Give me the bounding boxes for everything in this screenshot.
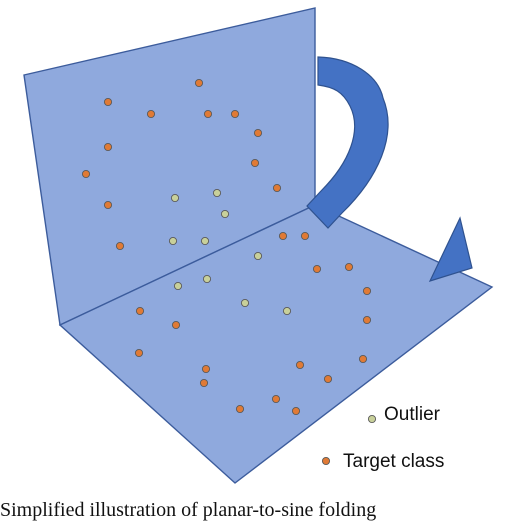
target-class-point (271, 394, 281, 404)
target-class-point (362, 286, 372, 296)
outlier-point (240, 298, 250, 308)
target-class-point (146, 109, 156, 119)
legend-target-marker (321, 456, 331, 466)
target-class-point (203, 109, 213, 119)
target-class-point (358, 354, 368, 364)
target-class-point (250, 158, 260, 168)
outlier-point (282, 306, 292, 316)
outlier-point (170, 193, 180, 203)
target-class-point (134, 348, 144, 358)
target-class-point (272, 183, 282, 193)
target-class-point (199, 378, 209, 388)
target-class-point (312, 264, 322, 274)
curved-arrow-icon (306, 56, 473, 282)
target-class-point (278, 231, 288, 241)
target-class-point (103, 97, 113, 107)
target-class-point (323, 374, 333, 384)
target-class-point (201, 364, 211, 374)
outlier-point (212, 188, 222, 198)
target-class-point (300, 231, 310, 241)
legend-outlier-label: Outlier (384, 404, 440, 425)
target-class-point (115, 241, 125, 251)
legend-outlier-marker (367, 414, 377, 424)
target-class-point (295, 360, 305, 370)
outlier-point (168, 236, 178, 246)
outlier-point (173, 281, 183, 291)
points-layer (81, 78, 377, 466)
target-class-point (291, 406, 301, 416)
outlier-point (202, 274, 212, 284)
target-class-point (230, 109, 240, 119)
horizontal-plane (58, 204, 494, 484)
target-class-point (235, 404, 245, 414)
target-class-point (253, 128, 263, 138)
target-class-point (194, 78, 204, 88)
target-class-point (171, 320, 181, 330)
outlier-point (200, 236, 210, 246)
target-class-point (135, 306, 145, 316)
target-class-point (103, 142, 113, 152)
target-class-point (344, 262, 354, 272)
legend-target-label: Target class (343, 451, 445, 472)
target-class-point (362, 315, 372, 325)
target-class-point (81, 169, 91, 179)
outlier-point (220, 209, 230, 219)
target-class-point (103, 200, 113, 210)
figure-caption: Simplified illustration of planar-to-sin… (0, 499, 377, 521)
outlier-point (253, 251, 263, 261)
